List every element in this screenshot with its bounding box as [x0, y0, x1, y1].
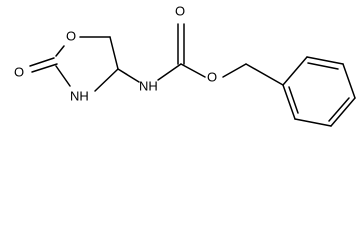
bond-c2-o-double-b: [31, 63, 58, 73]
benzene-bond-3: [342, 63, 356, 99]
carbamate-carbonyl-oxygen-label: O: [175, 4, 185, 19]
benzene-bond-6: [282, 84, 296, 120]
carbamate-chain: [117, 23, 284, 86]
amide-nh-label: NH: [139, 79, 158, 94]
bond-c5-c4: [109, 36, 119, 70]
bond-c4-nh: [117, 68, 140, 83]
benzene-double-1: [307, 62, 339, 70]
benzene-double-2: [328, 97, 350, 122]
ester-oxygen-label: O: [207, 70, 217, 85]
benzene-bond-1: [282, 56, 308, 86]
benzene-ring: [282, 56, 356, 127]
bond-c4-n3: [94, 68, 119, 92]
ring-oxygen-label: O: [66, 29, 76, 44]
bond-oester-ch2: [222, 63, 247, 78]
bond-c2-o-double-a: [29, 57, 55, 67]
bond-nh-c: [157, 63, 182, 81]
ring-carbonyl-oxygen-label: O: [14, 65, 24, 80]
oxazolidinone-ring: [29, 36, 119, 92]
benzene-bond-5: [294, 118, 332, 127]
benzene-double-3: [288, 86, 299, 114]
benzene-bond-4: [330, 97, 356, 127]
bond-c2-o1: [55, 45, 65, 57]
ring-nh-label: NH: [70, 89, 89, 104]
bond-ch2-ring: [245, 63, 284, 86]
bond-n3-c2: [55, 65, 71, 87]
chemical-structure: O O NH NH O O: [14, 4, 356, 127]
benzene-bond-2: [306, 56, 344, 65]
bond-c-oester: [180, 63, 206, 78]
